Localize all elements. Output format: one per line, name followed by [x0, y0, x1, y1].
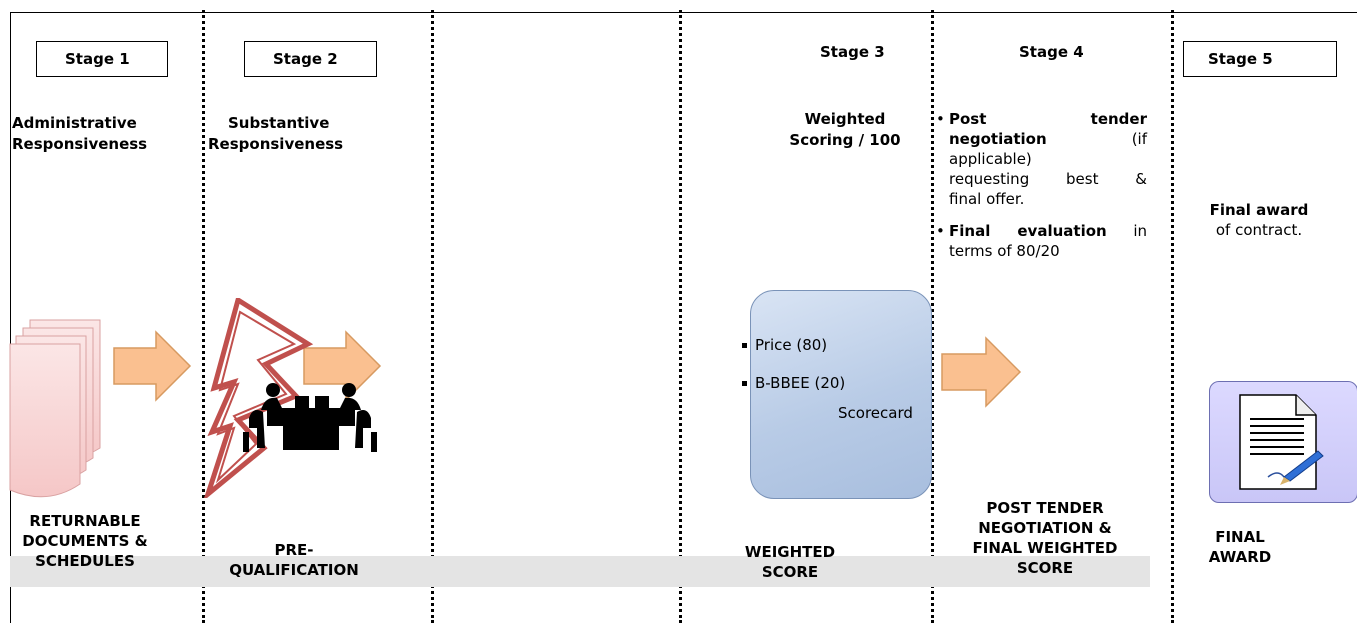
- bullet-square-icon: [742, 343, 747, 348]
- stage-1-heading-line1: Administrative: [12, 114, 137, 132]
- arrow-right-icon: [113, 330, 192, 402]
- stage-3-heading: Weighted Scoring / 100: [775, 109, 915, 151]
- separator-1: [202, 10, 205, 623]
- bullet-square-icon: [742, 381, 747, 386]
- bottom-band: [10, 556, 1150, 587]
- stage-3-label: Stage 3: [820, 43, 885, 61]
- stage-1-label: Stage 1: [65, 50, 130, 68]
- arrow-right-icon-3: [941, 336, 1022, 408]
- document-pen-icon: [1239, 394, 1324, 490]
- stage-1-box: Stage 1: [36, 41, 168, 77]
- stage-1-bottom-label: RETURNABLE DOCUMENTS & SCHEDULES: [22, 512, 148, 570]
- score-item-bbbee: B-BBEE (20): [742, 373, 845, 393]
- separator-5: [1171, 10, 1174, 623]
- stage-2-heading: Substantive Responsiveness: [208, 113, 343, 155]
- stage-2-bottom-label: PRE- QUALIFICATION: [229, 541, 359, 579]
- frame-top-line: [10, 12, 1357, 13]
- separator-4: [931, 10, 934, 623]
- arrow-right-icon-2: [303, 330, 382, 402]
- stage-4-bullet-1: • Post tender negotiation (if applicable…: [936, 110, 1147, 208]
- weighted-score-box: [750, 290, 932, 499]
- stage-4-bottom-label: POST TENDER NEGOTIATION & FINAL WEIGHTED…: [972, 499, 1118, 577]
- stage-5-label: Stage 5: [1208, 50, 1273, 68]
- stage-4-bullet-2: • Final evaluation in terms of 80/20: [936, 222, 1147, 260]
- stage-5-description: Final award of contract.: [1209, 201, 1309, 239]
- stage-4-bullets: • Post tender negotiation (if applicable…: [935, 109, 1147, 261]
- stage-5-bottom-label: FINAL AWARD: [1208, 528, 1272, 566]
- score-item-price: Price (80): [742, 335, 827, 355]
- separator-2: [431, 10, 434, 623]
- separator-3: [679, 10, 682, 623]
- stage-2-heading-line2: Responsiveness: [208, 135, 344, 153]
- stage-2-box: Stage 2: [244, 41, 377, 77]
- stage-2-label: Stage 2: [273, 50, 338, 68]
- stage-3-heading-line2: Scoring / 100: [789, 131, 901, 149]
- meeting-people-icon: [243, 383, 377, 452]
- stage-1-heading: Administrative Responsiveness: [12, 113, 147, 155]
- stage-5-box: Stage 5: [1183, 41, 1337, 77]
- stage-1-heading-line2: Responsiveness: [12, 135, 148, 153]
- stage-2-heading-line1: Substantive: [228, 114, 330, 132]
- stage-3-bottom-label: WEIGHTED SCORE: [744, 543, 836, 581]
- stage-4-label: Stage 4: [1019, 43, 1084, 61]
- frame-left-line: [10, 12, 11, 623]
- stage-3-heading-line1: Weighted: [804, 110, 886, 128]
- documents-stack-icon: [9, 319, 101, 498]
- lightning-bolt-icon: [204, 298, 314, 498]
- score-item-scorecard: Scorecard: [838, 404, 913, 422]
